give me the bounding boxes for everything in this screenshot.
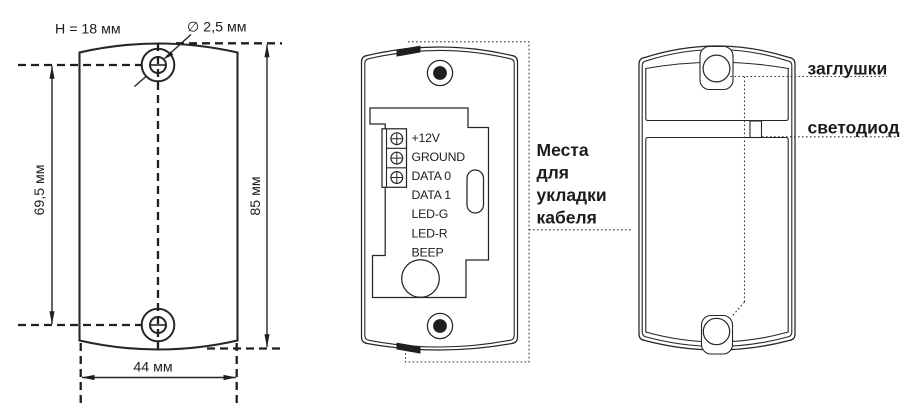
dimension-width: 44 мм [81,360,237,381]
front-main-panel [645,136,789,343]
reader-body-outline [78,42,239,351]
dimensional-view: 69,5 мм 85 мм 44 мм H = 18 мм ∅ 2,5 мм [18,20,282,404]
overall-height-label: 85 мм [248,176,264,215]
terminal-block [381,128,408,188]
terminal-label-beep: BEEP [412,245,444,259]
front-top-panel [645,61,789,122]
plug-top [699,45,734,91]
cable-note-line-3: укладки [537,185,607,205]
case-depth-label: H = 18 мм [55,22,121,38]
plugs-leader-diagonal [731,301,745,318]
plugs-label: заглушки [808,59,888,79]
width-label: 44 мм [133,360,172,376]
internal-view: +12V GROUND DATA 0 DATA 1 LED-G LED-R BE… [360,41,631,363]
terminal-label-data1: DATA 1 [412,188,452,202]
screw-hole-bottom [426,312,454,340]
buzzer-circle [401,259,440,298]
pcb-outline [369,107,490,299]
cable-note-bracket [404,41,530,363]
cable-entry-mark-bottom [396,342,421,354]
front-case-outer [638,45,796,351]
cable-entry-mark-top [396,45,421,57]
led-label: светодиод [808,118,900,138]
led-window [749,120,763,139]
terminal-screw-3 [390,171,404,185]
centerlines [18,42,282,404]
case-outer-outline [360,46,519,351]
terminal-label-ground: GROUND [412,150,466,164]
front-view: заглушки светодиод [638,45,900,355]
terminal-label-data0: DATA 0 [412,169,452,183]
terminal-screw-1 [390,132,404,146]
cable-slot-oval [466,169,485,214]
hole-diameter-label: ∅ 2,5 мм [187,20,246,36]
case-inner-outline [364,49,515,348]
dimension-hole-spacing: 69,5 мм [32,65,55,325]
terminal-label-12v: +12V [412,131,441,145]
terminal-screw-2 [390,151,404,165]
hole-diameter-leader [134,33,192,88]
dimension-overall-height: 85 мм [248,44,270,348]
cable-note-line-2: для [537,163,569,183]
terminal-label-ledg: LED-G [412,207,449,221]
cable-note-line-1: Места [537,140,589,160]
plug-bottom [700,314,734,355]
hole-spacing-label: 69,5 мм [32,164,48,215]
cable-note: Места для укладки кабеля [537,140,607,228]
terminal-label-ledr: LED-R [412,226,448,240]
cable-note-line-4: кабеля [537,208,597,228]
screw-hole-top [426,59,454,87]
front-case-inner [641,49,793,347]
